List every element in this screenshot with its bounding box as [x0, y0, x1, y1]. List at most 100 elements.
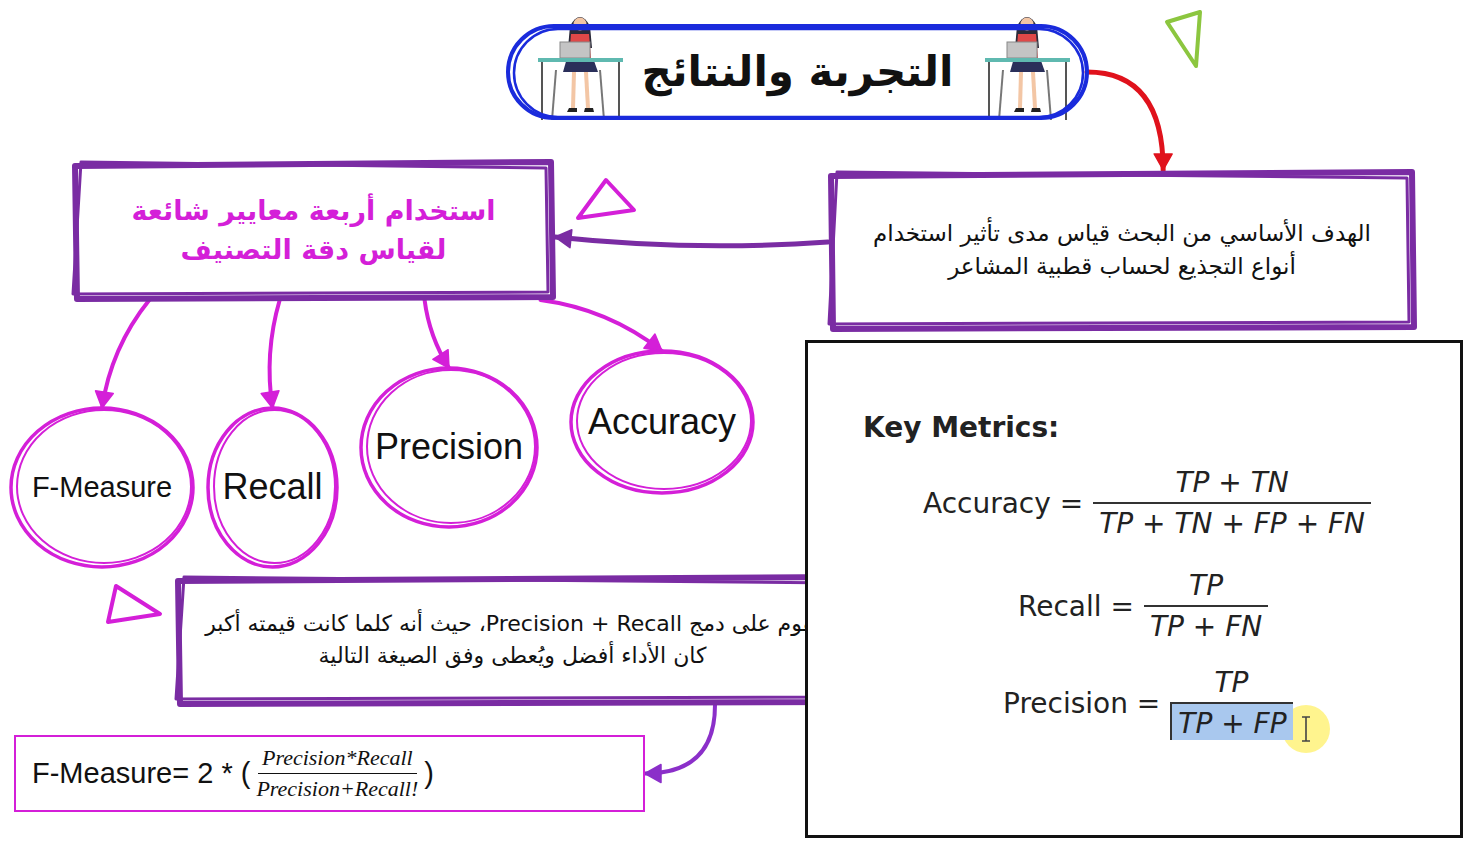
title-text: التجربة والنتائج [642, 42, 954, 103]
connector-line [541, 300, 662, 351]
metric-circle: Precision [358, 365, 540, 530]
arrow-head [261, 391, 279, 408]
chair-leg [600, 70, 604, 120]
title-pill: التجربة والنتائج [505, 22, 1090, 122]
laptop [560, 42, 590, 58]
ellipse-stroke [367, 370, 535, 523]
desk-leg [541, 62, 543, 120]
numerator: TP + TN [1169, 466, 1294, 502]
leg [1033, 72, 1035, 108]
connector [1087, 72, 1172, 170]
connector-line [1087, 72, 1163, 170]
formula-text: ) [424, 757, 434, 790]
text-cursor [1302, 717, 1310, 741]
metric-circle: F-Measure [8, 405, 196, 570]
denominator: TP + FP [1170, 702, 1292, 740]
chair-leg [552, 70, 556, 120]
leg [573, 72, 574, 108]
metric-label: Recall = [1018, 590, 1134, 623]
shoe [567, 108, 577, 112]
rough-stroke [178, 577, 848, 704]
formula-numerator: Precision*Recall [258, 745, 417, 774]
connector [95, 300, 149, 408]
leg [1020, 72, 1021, 108]
metric-label: Accuracy = [923, 487, 1083, 520]
fraction: TPTP + FN [1144, 569, 1268, 643]
rough-stroke [176, 577, 843, 699]
arrow-head [644, 334, 662, 351]
ellipse-stroke [361, 368, 537, 527]
numerator: TP [1208, 666, 1254, 702]
numerator: TP [1183, 569, 1229, 605]
connector [261, 300, 280, 408]
ellipse-stroke [208, 408, 337, 567]
woman-at-desk [985, 17, 1070, 120]
metric-name: Recall [222, 461, 322, 513]
shoe [584, 108, 594, 112]
arrow-head [433, 350, 449, 368]
connector [425, 300, 449, 368]
triangle-mark [108, 586, 160, 622]
triangle-mark [578, 180, 634, 218]
metric-name: Precision [375, 421, 523, 473]
rough-stroke [831, 172, 1414, 329]
pill-stroke [508, 26, 1087, 118]
desk-leg [618, 62, 620, 120]
connector [555, 230, 828, 248]
formula-row: Precision = TPTP + FP [1003, 666, 1293, 740]
connector-line [425, 300, 449, 368]
metric-circle: Accuracy [568, 348, 756, 496]
goal-box-outline [828, 170, 1416, 330]
metrics-panel: Key Metrics: Accuracy = TP + TNTP + TN + F… [805, 340, 1463, 838]
connector [645, 705, 715, 783]
fraction: Precision*RecallPrecision+Recall! [252, 745, 422, 802]
desk-leg [988, 62, 990, 120]
formula-text: F-Measure= 2 * ( [32, 757, 250, 790]
woman-at-desk [538, 17, 623, 120]
arrow-head [95, 391, 113, 408]
fraction: TP + TNTP + TN + FP + FN [1093, 466, 1371, 540]
metrics-box-outline [72, 160, 555, 300]
connector-line [102, 300, 149, 408]
ellipse-stroke [17, 410, 191, 563]
panel-heading: Key Metrics: [863, 411, 1059, 444]
metric-circle: Recall [205, 405, 340, 570]
description-box: يقوم على دمج Precision + Recall، حيث أنه… [175, 575, 850, 705]
connector-line [645, 705, 715, 774]
face [1021, 18, 1034, 31]
fraction: TPTP + FP [1170, 666, 1292, 740]
rough-stroke [829, 172, 1409, 324]
description-text: يقوم على دمج Precision + Recall، حيث أنه… [201, 608, 824, 672]
rough-stroke [75, 162, 553, 299]
leg [586, 72, 588, 108]
formula-row: Recall = TPTP + FN [1018, 569, 1268, 643]
metrics-box: استخدام أربعة معايير شائعة لقياس دقة الت… [72, 160, 555, 300]
shoe [1031, 108, 1041, 112]
desk-top [538, 58, 623, 62]
arrow-head [1154, 154, 1172, 170]
description-box-outline [175, 575, 850, 705]
shoe [1014, 108, 1024, 112]
metric-label: Precision = [1003, 687, 1160, 720]
arrow-head [555, 230, 572, 248]
metric-name: Accuracy [588, 396, 736, 448]
chair-leg [999, 70, 1003, 120]
desk-top [985, 58, 1070, 62]
formula-denominator: Precision+Recall! [252, 774, 422, 802]
ellipse-stroke [11, 408, 193, 567]
metrics-text: استخدام أربعة معايير شائعة لقياس دقة الت… [94, 191, 533, 269]
ellipse-stroke [577, 353, 751, 489]
pill-stroke [514, 29, 1083, 117]
ellipse-stroke [571, 351, 753, 493]
ellipse-stroke [214, 410, 335, 563]
arrow-head [645, 765, 661, 783]
laptop [1007, 42, 1037, 58]
desk-leg [1065, 62, 1067, 120]
metric-name: F-Measure [32, 466, 172, 508]
connector-line [555, 237, 828, 246]
chair-leg [1047, 70, 1051, 120]
face [574, 18, 587, 31]
rough-stroke [73, 162, 548, 294]
triangle-mark [1167, 12, 1200, 66]
denominator: TP + FN [1144, 605, 1268, 643]
